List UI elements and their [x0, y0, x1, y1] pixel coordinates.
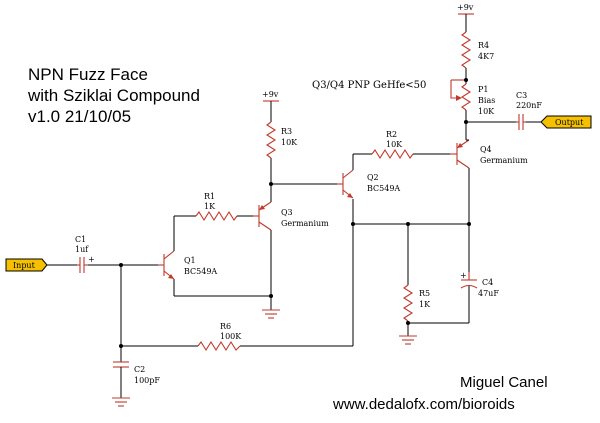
c1-value: 1uf [75, 245, 89, 254]
junction-dot [464, 78, 468, 82]
r3-body [265, 121, 277, 159]
c4-ref: C4 [482, 278, 493, 287]
capacitor-c4: + C4 47uF [460, 271, 499, 298]
c4-plate-b [460, 284, 478, 289]
supply-label-main: +9v [457, 3, 474, 12]
ground-symbol [262, 309, 280, 319]
ground-symbol [112, 397, 130, 407]
r4-ref: R4 [478, 41, 489, 50]
q2-part: BC549A [367, 184, 400, 193]
q2-arrow [347, 193, 353, 198]
c1-polarity: + [88, 255, 95, 264]
r4-value: 4K7 [478, 52, 494, 61]
q1-arrow [168, 274, 174, 279]
q3-arrow [259, 205, 265, 210]
capacitor-c2: C2 100pF [113, 361, 160, 385]
r4-body [460, 31, 472, 69]
r2-body [371, 148, 414, 160]
output-port-label: Output [555, 118, 584, 127]
resistor-r3: R3 10K [265, 121, 298, 159]
r3-ref: R3 [281, 127, 292, 136]
c4-polarity: + [460, 271, 467, 280]
c2-value: 100pF [134, 376, 160, 385]
r2-value: 10K [386, 140, 403, 149]
r1-body [195, 210, 238, 222]
transistor-q1: Q1 BC549A [158, 250, 217, 280]
title-line-2: with Sziklai Compound [27, 86, 200, 105]
c1-ref: C1 [75, 235, 86, 244]
title-line-3: v1.0 21/10/05 [28, 107, 131, 126]
c4-value: 47uF [478, 289, 499, 298]
r1-value: 1K [204, 202, 216, 211]
p1-ref: P1 [478, 85, 488, 94]
r5-value: 1K [419, 300, 431, 309]
q4-collector [456, 159, 470, 169]
p1-body [460, 83, 472, 111]
author-credit: Miguel Canel [460, 374, 548, 391]
supply-label-stage: +9v [262, 90, 279, 99]
q2-collector [342, 169, 354, 179]
transistor-note: Q3/Q4 PNP GeHfe<50 [312, 80, 426, 91]
r6-ref: R6 [220, 322, 231, 331]
r5-body [402, 284, 414, 322]
q4-ref: Q4 [480, 145, 492, 154]
r6-value: 100K [220, 332, 242, 341]
website-credit: www.dedalofx.com/bioroids [332, 396, 515, 413]
q3-part: Germanium [281, 219, 329, 228]
p1-wiper [450, 80, 460, 99]
resistor-r4: R4 4K7 [460, 31, 494, 69]
q4-part: Germanium [480, 156, 528, 165]
r1-ref: R1 [204, 192, 215, 201]
c2-ref: C2 [134, 365, 145, 374]
junction-dot [269, 294, 273, 298]
ground-symbol [399, 335, 417, 345]
capacitor-c1: C1 1uf + [75, 235, 95, 273]
q1-ref: Q1 [184, 256, 196, 265]
transistor-q2: Q2 BC549A [337, 169, 400, 199]
p1-name: Bias [478, 96, 495, 105]
r3-value: 10K [281, 138, 298, 147]
c3-value: 220nF [516, 101, 542, 110]
transistor-q3: Q3 Germanium [253, 201, 329, 231]
r2-ref: R2 [386, 130, 397, 139]
q4-arrow [457, 143, 463, 148]
input-port-shape [5, 258, 48, 272]
c3-ref: C3 [516, 91, 527, 100]
input-port: Input [5, 258, 48, 272]
resistor-r5: R5 1K [402, 284, 431, 322]
resistor-r2: R2 10K [371, 130, 414, 160]
resistor-r1: R1 1K [195, 192, 238, 222]
output-port: Output [540, 115, 592, 129]
q2-ref: Q2 [367, 173, 379, 182]
title-line-1: NPN Fuzz Face [28, 65, 148, 84]
p1-value: 10K [478, 107, 495, 116]
resistor-r6: R6 100K [197, 322, 242, 352]
junction-dot [467, 222, 471, 226]
output-port-shape [540, 115, 592, 129]
q1-collector [163, 250, 175, 260]
q3-ref: Q3 [281, 208, 293, 217]
q3-collector [258, 221, 272, 231]
p1-wiper-arrow [456, 95, 462, 101]
q1-part: BC549A [184, 267, 217, 276]
r5-ref: R5 [419, 289, 430, 298]
capacitor-c3: C3 220nF [516, 91, 542, 130]
transistor-q4: Q4 Germanium [450, 139, 528, 169]
input-port-label: Input [13, 261, 36, 270]
potentiometer-p1: P1 Bias 10K [450, 79, 495, 116]
r6-body [197, 340, 241, 352]
